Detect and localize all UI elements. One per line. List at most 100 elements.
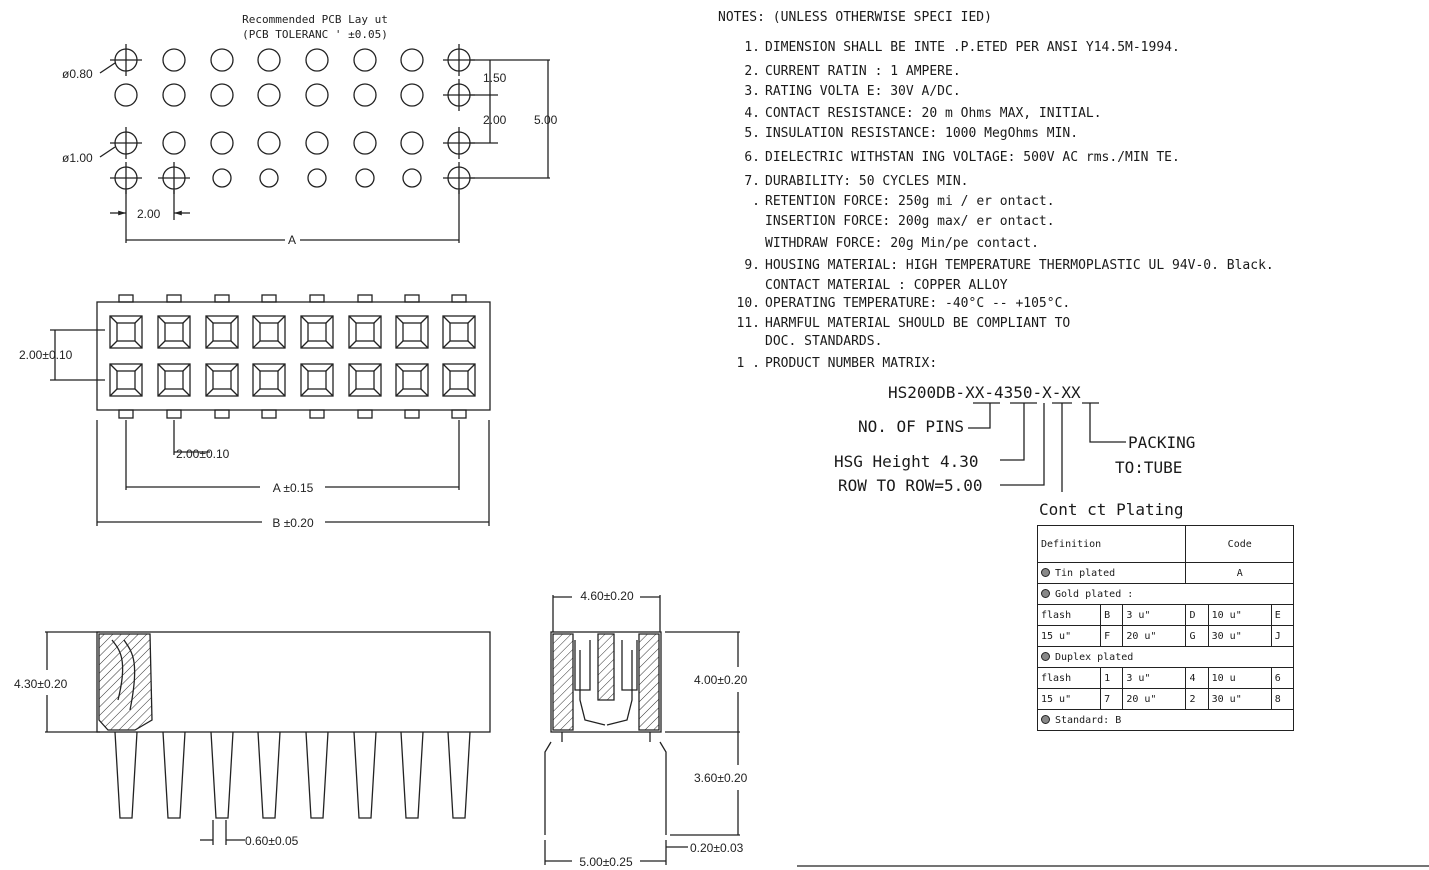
pin-tab (451, 294, 467, 303)
pin-tab (404, 294, 420, 303)
contact-cell-outer (205, 363, 239, 397)
contact-cell-inner (116, 370, 136, 390)
pin-tab (118, 294, 134, 303)
contact-cell-outer (252, 363, 286, 397)
table-row: flash 1 3 u" 4 10 u 6 (1036, 667, 1295, 689)
table-cell: 2 (1185, 688, 1209, 710)
contact-cell-edge (205, 388, 214, 397)
duplex-plated-label: Duplex plated (1055, 651, 1134, 663)
contact-cell-edge (252, 388, 261, 397)
table-cell: flash (1036, 667, 1102, 689)
table-row: Tin plated A (1036, 562, 1294, 584)
pcb-hole (305, 83, 329, 107)
dim-1-50: 1.50 (483, 71, 507, 85)
side-pin (162, 731, 186, 819)
contact-cell-edge (230, 315, 239, 324)
contact-cell-outer (300, 363, 334, 397)
matrix-leaders (797, 402, 1429, 867)
table-cell: 10 u (1207, 667, 1272, 689)
note-text: PRODUCT NUMBER MATRIX: (765, 356, 938, 371)
contact-cell-edge (395, 388, 404, 397)
table-cell: 4 (1185, 667, 1209, 689)
pcb-hole (400, 131, 424, 155)
contact-cell-inner (259, 370, 279, 390)
note-number: 6. (744, 150, 760, 165)
contact-cell-edge (205, 340, 214, 349)
contact-cell-edge (348, 340, 357, 349)
no-of-pins-label: NO. OF PINS (858, 417, 964, 436)
contact-cell-edge (182, 363, 191, 372)
pcb-tolerance-label: (PCB TOLERANC ' ±0.05) (242, 28, 388, 41)
pin-tab (214, 409, 230, 419)
side-pin (114, 731, 138, 819)
gold-plated-cell: Gold plated : (1037, 583, 1294, 605)
contact-cell-edge (182, 315, 191, 324)
contact-cell-outer (442, 363, 476, 397)
table-cell: 20 u" (1122, 625, 1187, 647)
contact-cell-edge (157, 315, 166, 324)
end-pin-thickness: 0.20±0.03 (690, 841, 744, 855)
table-cell: 3 u" (1122, 604, 1187, 626)
table-cell: G (1185, 625, 1209, 647)
pin-tab (166, 294, 182, 303)
contact-cell-edge (277, 340, 286, 349)
note-text: RATING VOLTA E: 30V A/DC. (765, 84, 961, 99)
table-row: 15 u" F 20 u" G 30 u" J (1036, 625, 1295, 647)
contact-cell-edge (252, 363, 261, 372)
contact-cell-edge (134, 363, 143, 372)
table-cell: 1 (1100, 667, 1124, 689)
contact-cell-edge (230, 388, 239, 397)
side-pin (353, 731, 377, 819)
contact-cell-edge (182, 340, 191, 349)
contact-cell-edge (300, 388, 309, 397)
contact-cell-edge (325, 388, 334, 397)
contact-cell-outer (348, 315, 382, 349)
table-cell: 30 u" (1207, 625, 1272, 647)
dim-a-tolerance: A ±0.15 (273, 481, 314, 495)
definition-header: Definition (1036, 525, 1187, 563)
pcb-holes (110, 44, 475, 194)
contact-cell-outer (205, 315, 239, 349)
duplex-plated-cell: Duplex plated (1037, 646, 1294, 668)
contact-cell-edge (467, 363, 476, 372)
end-pin-length: 3.60±0.20 (694, 771, 748, 785)
contact-cell-edge (348, 388, 357, 397)
pcb-hole (162, 48, 186, 72)
contact-cell-inner (164, 322, 184, 342)
packing-label: PACKING (1128, 433, 1196, 452)
contact-cell-edge (277, 363, 286, 372)
table-header-row: Definition Code (1036, 525, 1294, 563)
contact-cell-inner (449, 370, 469, 390)
contact-cell-inner (164, 370, 184, 390)
contact-cell-edge (300, 363, 309, 372)
table-row: flash B 3 u" D 10 u" E (1036, 604, 1295, 626)
pin-tab (357, 409, 373, 419)
note-text: DIMENSION SHALL BE INTE .P.ETED PER ANSI… (765, 40, 1180, 55)
contact-cell-inner (402, 322, 422, 342)
note-text: RETENTION FORCE: 250g mi / er ontact. (765, 194, 1055, 209)
tin-plated-cell: Tin plated (1036, 562, 1187, 584)
pin-tab (261, 409, 277, 419)
table-cell: D (1185, 604, 1209, 626)
contact-cell-edge (325, 363, 334, 372)
pin-width: 0.60±0.05 (245, 834, 299, 848)
note-text: CONTACT MATERIAL : COPPER ALLOY (765, 278, 1008, 293)
dim-b-tolerance: B ±0.20 (272, 516, 314, 530)
pcb-hole (402, 168, 422, 188)
contact-cell-edge (325, 340, 334, 349)
contact-cell-edge (300, 315, 309, 324)
dim-a-layout: A (288, 233, 296, 247)
end-width-top: 4.60±0.20 (580, 589, 634, 603)
contact-cell-edge (182, 388, 191, 397)
side-pin (210, 731, 234, 819)
contact-cell-edge (373, 340, 382, 349)
pin-tab (118, 409, 134, 419)
hole-dia-large: ø1.00 (62, 151, 93, 165)
pcb-layout-view: Recommended PCB Lay ut (PCB TOLERANC ' ±… (62, 13, 558, 247)
end-view: 4.60±0.20 4.00±0.20 3.60±0.20 0.20±0.03 … (544, 589, 748, 869)
side-height: 4.30±0.20 (14, 677, 68, 691)
pcb-hole (400, 48, 424, 72)
bullet-icon (1041, 652, 1050, 661)
note-number: 11. (736, 316, 760, 331)
